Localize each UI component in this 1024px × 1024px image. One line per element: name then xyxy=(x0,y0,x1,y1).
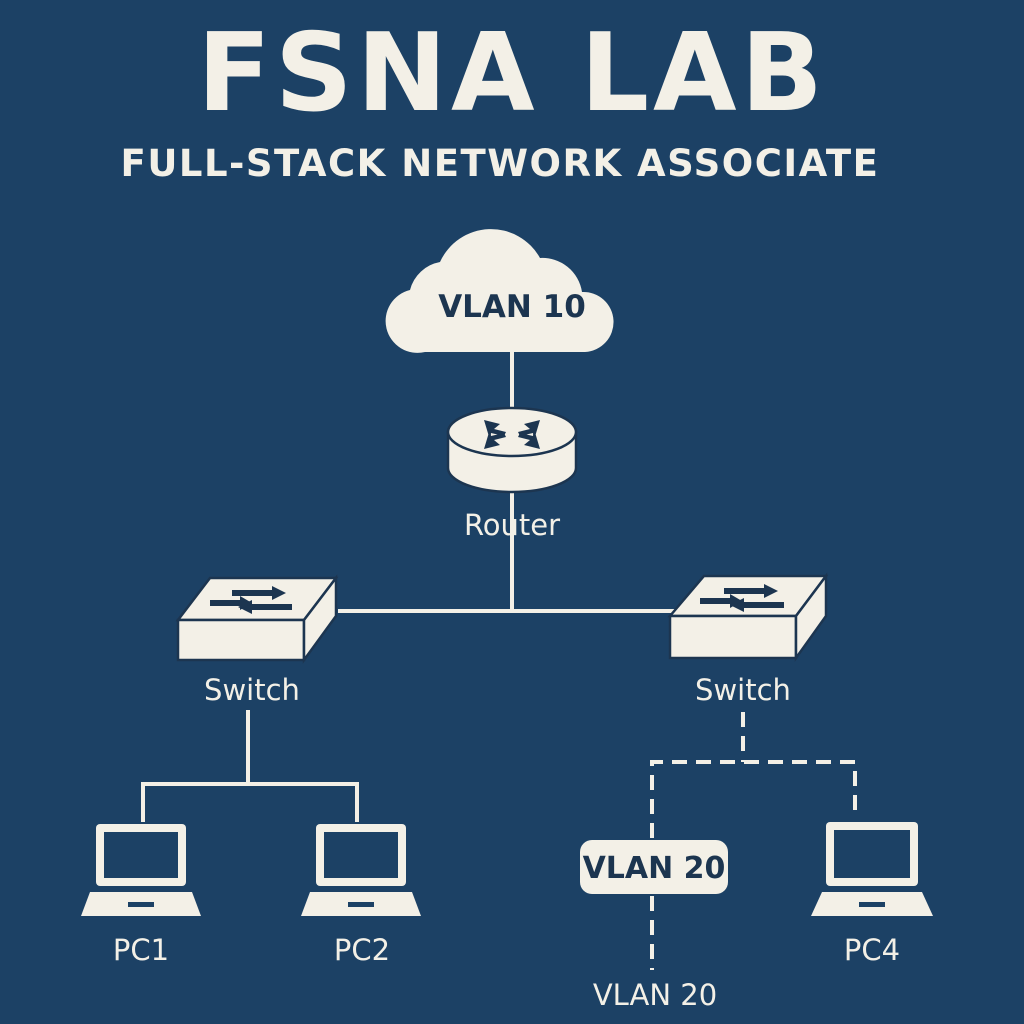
cloud-node: VLAN 10 xyxy=(385,229,614,353)
vlan20-box-node: VLAN 20 xyxy=(580,840,728,894)
pc4-label: PC4 xyxy=(844,933,900,967)
vlan20-box-label: VLAN 20 xyxy=(583,851,726,886)
pc2-label: PC2 xyxy=(334,933,390,967)
page-subtitle: FULL-STACK NETWORK ASSOCIATE xyxy=(120,142,880,185)
connections xyxy=(141,352,857,970)
switch-icon xyxy=(667,572,829,662)
link-right-branch xyxy=(650,760,857,838)
pc2-node: PC2 xyxy=(301,824,421,967)
switch-right-label: Switch xyxy=(695,673,791,707)
laptop-icon xyxy=(301,824,421,916)
page-title: FSNA LAB xyxy=(197,11,827,136)
router-node: Router xyxy=(446,406,578,542)
link-left-branch xyxy=(141,782,359,822)
switch-left-label: Switch xyxy=(204,673,300,707)
router-label: Router xyxy=(464,508,560,542)
vlan20-bottom-label: VLAN 20 xyxy=(593,978,717,1012)
switch-icon xyxy=(175,574,339,664)
pc1-node: PC1 xyxy=(81,824,201,967)
cloud-label: VLAN 10 xyxy=(438,289,586,325)
switch-right-node: Switch xyxy=(667,572,829,707)
pc4-node: PC4 xyxy=(811,822,933,967)
laptop-icon xyxy=(81,824,201,916)
laptop-icon xyxy=(811,822,933,916)
switch-left-node: Switch xyxy=(175,574,339,707)
router-icon xyxy=(446,406,578,494)
dashed-links xyxy=(650,712,857,970)
pc1-label: PC1 xyxy=(113,933,169,967)
cloud-icon xyxy=(385,229,614,353)
vlan20-box xyxy=(580,840,728,894)
